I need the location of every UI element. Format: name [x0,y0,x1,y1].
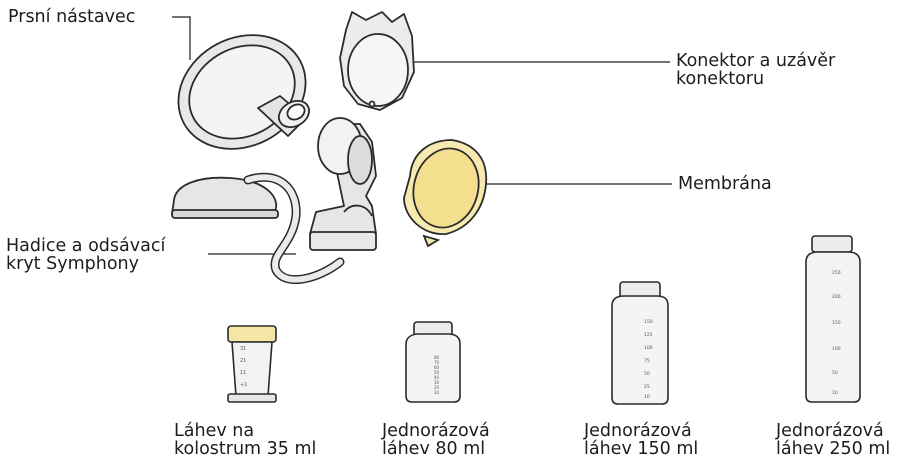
connector-illustration [310,12,414,250]
colostrum-tick-label: 11 [240,370,246,376]
label-bottle-80-line1: Jednorázová [382,422,490,440]
leader-breast-shield [172,17,190,60]
label-bottle-150-line2: láhev 150 ml [584,440,698,458]
label-membrane: Membrána [678,175,772,193]
bottle-250-illustration [806,236,860,402]
label-bottle-250: Jednorázová láhev 250 ml [776,422,890,458]
label-connector: Konektor a uzávěr konektoru [676,52,835,88]
bottle-80-tick-label: 10 [434,390,440,395]
colostrum-tick-label: 31 [240,346,246,352]
label-colostrum-line2: kolostrum 35 ml [174,440,316,458]
label-bottle-250-line2: láhev 250 ml [776,440,890,458]
label-tubing-line2: kryt Symphony [6,255,165,273]
bottle-250-tick-label: 250 [832,270,841,276]
bottle-150-tick-label: 75 [644,358,650,364]
label-tubing-line1: Hadice a odsávací [6,237,165,255]
bottle-150-tick-label: 10 [644,394,650,400]
colostrum-bottle-illustration [228,326,276,402]
label-colostrum-bottle: Láhev na kolostrum 35 ml [174,422,316,458]
bottle-80-scale: 80 70 60 50 40 30 20 10 [434,355,440,395]
label-bottle-80-line2: láhev 80 ml [382,440,490,458]
bottle-150-tick-label: 25 [644,384,650,390]
colostrum-tick-label: +1 [240,382,247,388]
label-breast-shield: Prsní nástavec [8,8,135,26]
label-bottle-150: Jednorázová láhev 150 ml [584,422,698,458]
bottle-150-illustration [612,282,668,404]
label-tubing: Hadice a odsávací kryt Symphony [6,237,165,273]
bottle-150-tick-label: 100 [644,345,653,351]
bottle-250-tick-label: 200 [832,294,841,300]
label-connector-line1: Konektor a uzávěr [676,52,835,70]
bottle-80-illustration [406,322,460,402]
bottle-250-tick-label: 100 [832,346,841,352]
bottle-150-tick-label: 50 [644,371,650,377]
bottle-150-tick-label: 150 [644,319,653,325]
bottle-250-tick-label: 150 [832,320,841,326]
breast-shield-illustration [158,13,325,170]
label-bottle-80: Jednorázová láhev 80 ml [382,422,490,458]
bottle-150-tick-label: 125 [644,332,653,338]
bottle-250-tick-label: 10 [832,390,838,396]
label-bottle-150-line1: Jednorázová [584,422,698,440]
membrane-illustration [404,140,487,246]
label-colostrum-line1: Láhev na [174,422,316,440]
label-connector-line2: konektoru [676,70,835,88]
colostrum-tick-label: 21 [240,358,246,364]
bottle-250-tick-label: 50 [832,370,838,376]
label-bottle-250-line1: Jednorázová [776,422,890,440]
